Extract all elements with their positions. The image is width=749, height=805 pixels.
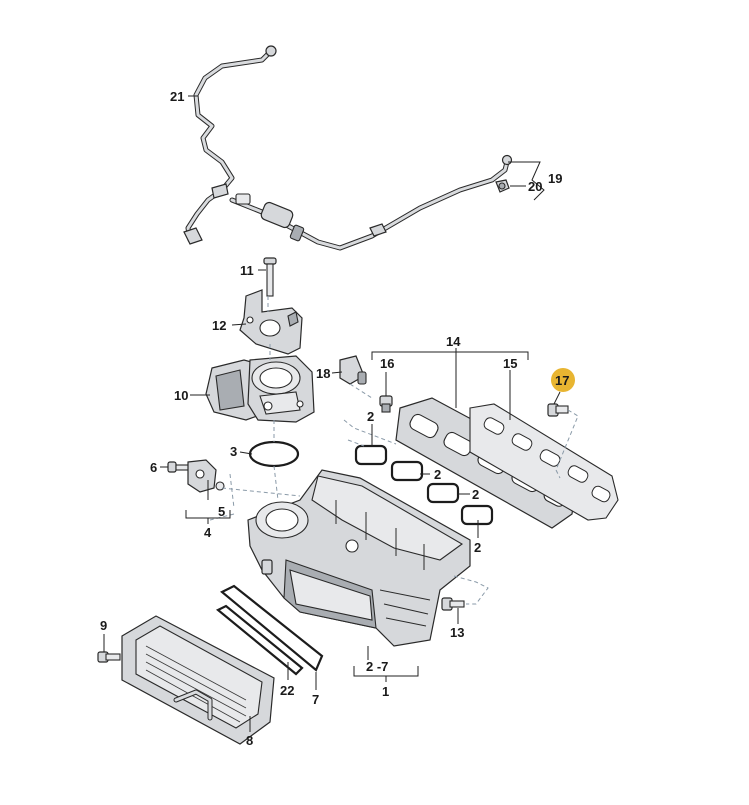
- label-5[interactable]: 5: [218, 504, 225, 519]
- label-14[interactable]: 14: [446, 334, 461, 349]
- assembly-dashed-lines: [209, 296, 579, 605]
- label-22[interactable]: 22: [280, 683, 294, 698]
- sensor-16[interactable]: [379, 395, 393, 413]
- seal-22[interactable]: [215, 604, 304, 676]
- label-1[interactable]: 1: [382, 684, 389, 699]
- screw-6[interactable]: [167, 461, 191, 473]
- screw-9[interactable]: [97, 651, 121, 663]
- label-2-7[interactable]: 2 -7: [366, 659, 388, 674]
- label-3[interactable]: 3: [230, 444, 237, 459]
- breather-hose-assembly[interactable]: [183, 45, 513, 251]
- label-15[interactable]: 15: [503, 356, 517, 371]
- label-20[interactable]: 20: [528, 179, 542, 194]
- highlight-marker-17: [551, 368, 575, 392]
- label-13[interactable]: 13: [450, 625, 464, 640]
- label-7[interactable]: 7: [312, 692, 319, 707]
- bolt-17[interactable]: [547, 403, 569, 417]
- label-12[interactable]: 12: [212, 318, 226, 333]
- label-10[interactable]: 10: [174, 388, 188, 403]
- sensor-5[interactable]: [187, 459, 225, 493]
- throttle-body-10[interactable]: [205, 355, 315, 423]
- gasket-7[interactable]: [220, 584, 324, 672]
- intake-manifold-1[interactable]: [247, 469, 471, 647]
- label-4[interactable]: 4: [204, 525, 212, 540]
- label-19[interactable]: 19: [548, 171, 562, 186]
- label-17[interactable]: 17: [555, 373, 569, 388]
- bolt-13[interactable]: [441, 597, 465, 611]
- part-labels: 21 19 20 11 12 10 3 6 5 4 18 16 14 15 17…: [100, 89, 569, 748]
- label-18[interactable]: 18: [316, 366, 330, 381]
- label-2-b[interactable]: 2: [434, 467, 441, 482]
- label-2-a[interactable]: 2: [367, 409, 374, 424]
- label-11[interactable]: 11: [240, 263, 254, 278]
- port-seals-2[interactable]: [354, 444, 494, 526]
- label-21[interactable]: 21: [170, 89, 184, 104]
- leader-lines: [103, 95, 561, 732]
- bolt-11[interactable]: [263, 257, 277, 297]
- charge-air-cooler-8[interactable]: [121, 615, 275, 745]
- label-16[interactable]: 16: [380, 356, 394, 371]
- bracket-12[interactable]: [239, 289, 303, 355]
- o-ring-seal-3[interactable]: [248, 440, 300, 468]
- clip-20[interactable]: [495, 179, 510, 193]
- label-2-d[interactable]: 2: [474, 540, 481, 555]
- label-2-c[interactable]: 2: [472, 487, 479, 502]
- label-8[interactable]: 8: [246, 733, 253, 748]
- label-9[interactable]: 9: [100, 618, 107, 633]
- gasket-15[interactable]: [469, 403, 619, 521]
- label-6[interactable]: 6: [150, 460, 157, 475]
- pressure-sensor-18[interactable]: [339, 355, 367, 385]
